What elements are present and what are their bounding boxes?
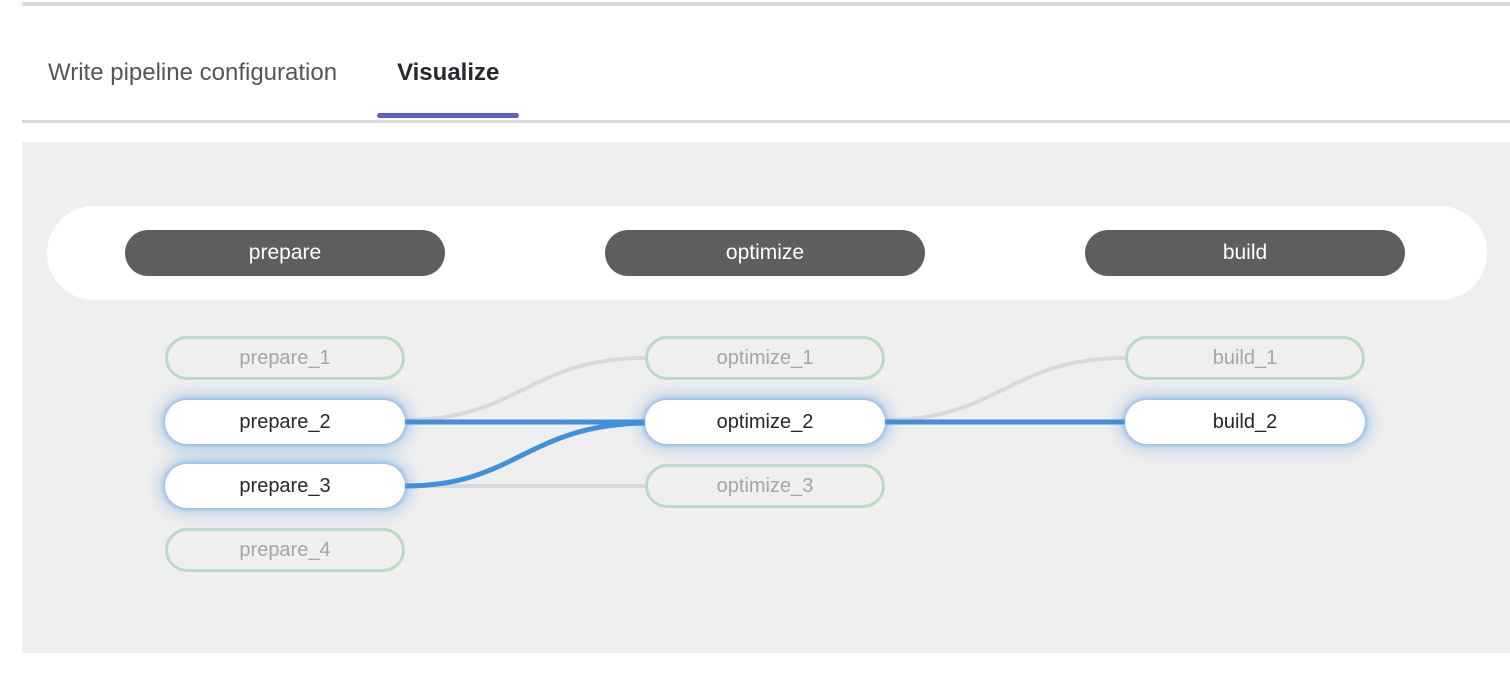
job-label: prepare_2 bbox=[239, 410, 331, 433]
stage-pill-build: build bbox=[1085, 230, 1405, 276]
link-prepare_2-optimize_1 bbox=[403, 356, 647, 422]
tab-visualize[interactable]: Visualize bbox=[377, 58, 520, 118]
job-pill-prepare_3[interactable]: prepare_3 bbox=[165, 464, 405, 508]
job-pill-build_1[interactable]: build_1 bbox=[1125, 336, 1365, 380]
job-pill-prepare_2[interactable]: prepare_2 bbox=[165, 400, 405, 444]
job-label: optimize_2 bbox=[716, 410, 814, 433]
job-pill-prepare_4[interactable]: prepare_4 bbox=[165, 528, 405, 572]
tab-write-pipeline-configuration[interactable]: Write pipeline configuration bbox=[42, 58, 343, 118]
job-label: build_1 bbox=[1212, 346, 1278, 369]
job-label: optimize_3 bbox=[716, 474, 814, 497]
job-pill-optimize_1[interactable]: optimize_1 bbox=[645, 336, 885, 380]
stage-label: build bbox=[1222, 241, 1268, 264]
job-label: prepare_1 bbox=[239, 346, 331, 369]
tabs-divider bbox=[22, 120, 1510, 123]
job-pill-optimize_3[interactable]: optimize_3 bbox=[645, 464, 885, 508]
job-pill-build_2[interactable]: build_2 bbox=[1125, 400, 1365, 444]
link-optimize_2-build_1 bbox=[883, 356, 1127, 422]
job-links-layer bbox=[402, 356, 1128, 489]
stage-label: optimize bbox=[725, 241, 805, 264]
pipeline-editor-tabs: Write pipeline configuration Visualize bbox=[42, 58, 520, 118]
job-label: build_2 bbox=[1212, 410, 1278, 433]
job-pill-optimize_2[interactable]: optimize_2 bbox=[645, 400, 885, 444]
stage-pill-optimize: optimize bbox=[605, 230, 925, 276]
job-label: prepare_4 bbox=[239, 538, 331, 561]
stage-label: prepare bbox=[248, 241, 322, 264]
job-label: optimize_1 bbox=[716, 346, 814, 369]
top-divider bbox=[22, 2, 1510, 6]
job-pill-prepare_1[interactable]: prepare_1 bbox=[165, 336, 405, 380]
job-label: prepare_3 bbox=[239, 474, 331, 497]
stage-pill-prepare: prepare bbox=[125, 230, 445, 276]
link-prepare_3-optimize_2 bbox=[402, 420, 648, 489]
pipeline-graph-canvas: prepare optimize build prepare_1 prepare… bbox=[22, 142, 1510, 653]
tab-label: Write pipeline configuration bbox=[48, 59, 338, 86]
tab-label: Visualize bbox=[397, 59, 500, 86]
